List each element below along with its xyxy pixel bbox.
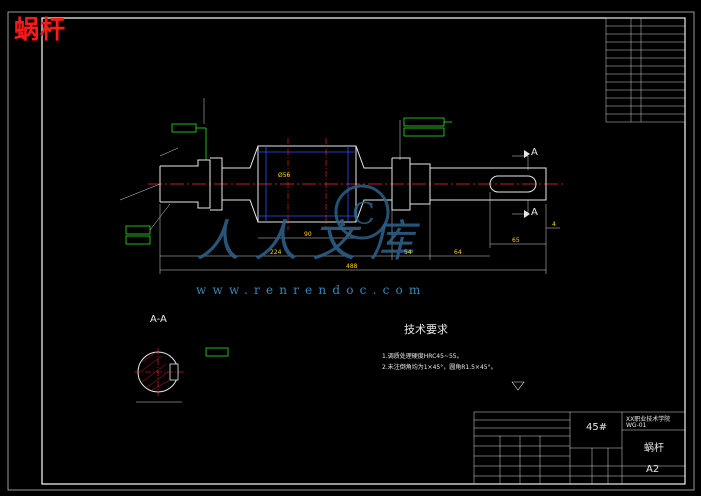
watermark-ring-letter: C <box>352 197 375 232</box>
title-material: 45# <box>586 422 608 433</box>
title-block <box>473 411 686 485</box>
inner-frame <box>41 17 686 485</box>
section-view-label: A-A <box>150 314 167 325</box>
watermark-url: www.renrendoc.com <box>196 283 427 297</box>
section-mark-top: A <box>531 147 538 158</box>
section-lines <box>287 138 327 230</box>
surface-finish-mark <box>511 381 525 391</box>
leader-lines <box>119 98 529 231</box>
watermark-brand: 人人文库 <box>196 216 428 267</box>
title-school: XX职业技术学院 <box>626 416 671 423</box>
drawing-heading: 蜗杆 <box>14 15 67 44</box>
dimension-lines <box>159 192 560 274</box>
outer-frame <box>7 11 695 491</box>
title-drawing-no: WG-01 <box>626 422 647 429</box>
dim-seg5: 65 <box>512 237 520 244</box>
worm-pitch-lines <box>258 146 356 222</box>
section-view <box>134 348 184 403</box>
tech-requirements-title: 技术要求 <box>404 323 448 336</box>
dim-seg3: 54 <box>404 249 412 256</box>
dim-overall-length: 488 <box>346 263 358 270</box>
title-sheet-size: A2 <box>646 464 660 475</box>
title-part-name: 蜗杆 <box>644 443 664 454</box>
section-arrow-bottom <box>524 210 530 218</box>
shaft-outline <box>159 145 547 223</box>
dim-seg1: 224 <box>270 249 282 256</box>
section-mark-bottom: A <box>531 207 538 218</box>
tech-note-2: 2.未注倒角均为1×45°，圆角R1.5×45°。 <box>382 364 497 371</box>
watermark-ring <box>334 184 390 240</box>
tech-note-1: 1.调质处理硬度HRC45~55。 <box>382 353 463 360</box>
parameter-table <box>605 17 686 123</box>
section-arrow-top <box>524 150 530 158</box>
dim-seg4: 64 <box>454 249 462 256</box>
dim-seg6: 4 <box>552 221 556 228</box>
dim-main-diameter: Ø56 <box>278 172 291 179</box>
dim-seg2: 90 <box>304 231 312 238</box>
